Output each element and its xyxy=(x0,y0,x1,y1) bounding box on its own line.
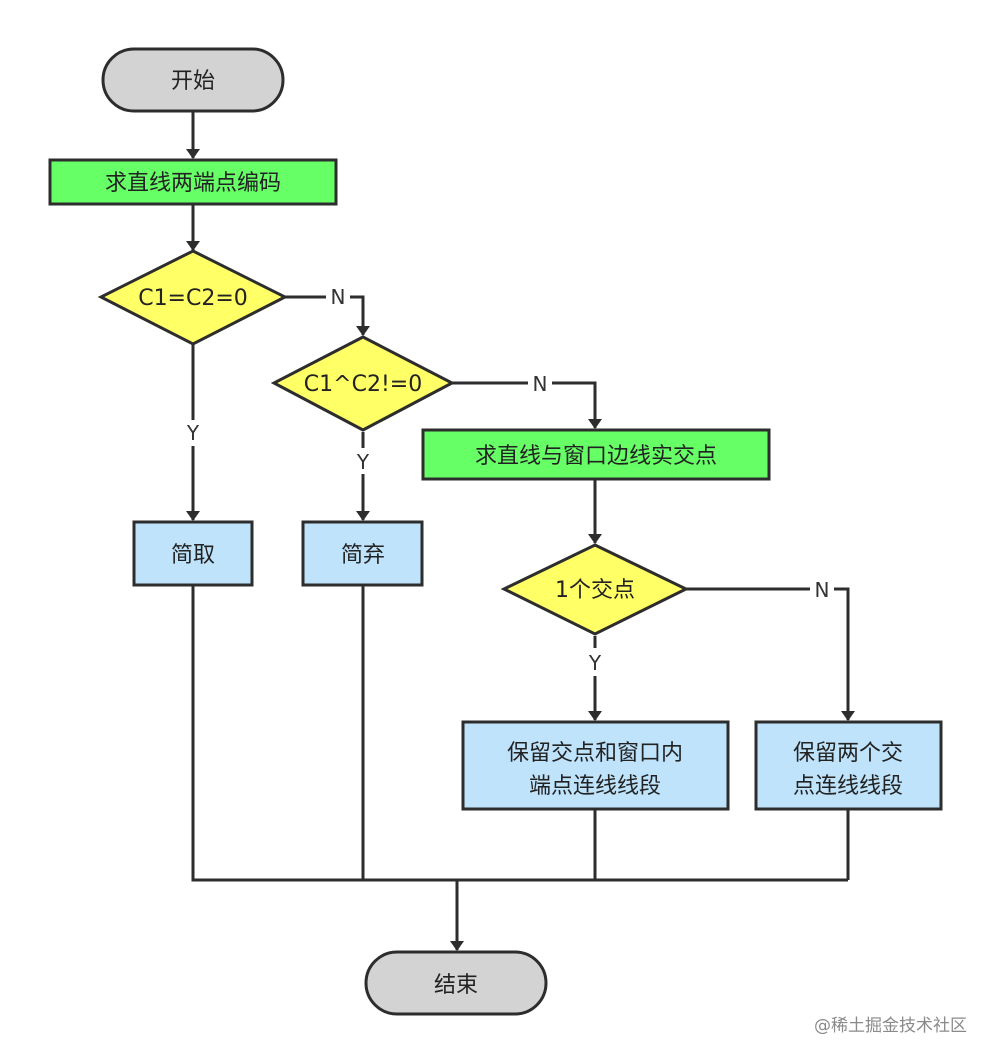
edge-decision1-decision2 xyxy=(285,295,363,335)
edge-label-n2: N xyxy=(533,372,548,396)
decision-one-point: 1个交点 xyxy=(500,543,690,636)
watermark-text: @稀土掘金技术社区 xyxy=(814,1016,967,1036)
edge-decision3-keeptwo xyxy=(686,587,848,720)
decision-and-nonzero: C1^C2!=0 xyxy=(270,335,456,432)
keep-two-result: 保留两个交 点连线线段 xyxy=(754,720,943,811)
keep-two-label-line1: 保留两个交 xyxy=(793,741,903,766)
accept-label: 简取 xyxy=(171,543,215,568)
decision-one-point-label: 1个交点 xyxy=(555,578,635,603)
intersect-process: 求直线与窗口边线实交点 xyxy=(421,428,771,481)
reject-label: 简弃 xyxy=(341,543,385,568)
edge-label-y2: Y xyxy=(356,450,370,474)
edge-label-n3: N xyxy=(815,578,830,602)
decision-both-zero: C1=C2=0 xyxy=(97,249,289,346)
keep-one-result: 保留交点和窗口内 端点连线线段 xyxy=(461,720,730,811)
encode-label: 求直线两端点编码 xyxy=(105,171,281,196)
edges xyxy=(191,111,850,951)
intersect-label: 求直线与窗口边线实交点 xyxy=(475,444,717,469)
accept-result: 简取 xyxy=(132,520,254,587)
edge-label-n1: N xyxy=(331,285,346,309)
end-node: 结束 xyxy=(364,950,548,1016)
edge-label-y1: Y xyxy=(186,421,200,445)
reject-result: 简弃 xyxy=(301,520,424,587)
decision-both-zero-label: C1=C2=0 xyxy=(138,286,248,311)
start-label: 开始 xyxy=(171,69,215,94)
edge-label-y3: Y xyxy=(588,651,602,675)
start-node: 开始 xyxy=(101,47,285,113)
keep-one-label-line2: 端点连线线段 xyxy=(529,774,661,799)
edge-decision2-intersect xyxy=(452,381,595,428)
encode-process: 求直线两端点编码 xyxy=(48,158,338,206)
keep-two-label-line2: 点连线线段 xyxy=(793,774,903,799)
edge-merge-lines xyxy=(191,585,850,882)
keep-one-label-line1: 保留交点和窗口内 xyxy=(507,741,683,766)
decision-and-nonzero-label: C1^C2!=0 xyxy=(304,372,422,397)
end-label: 结束 xyxy=(434,973,478,998)
